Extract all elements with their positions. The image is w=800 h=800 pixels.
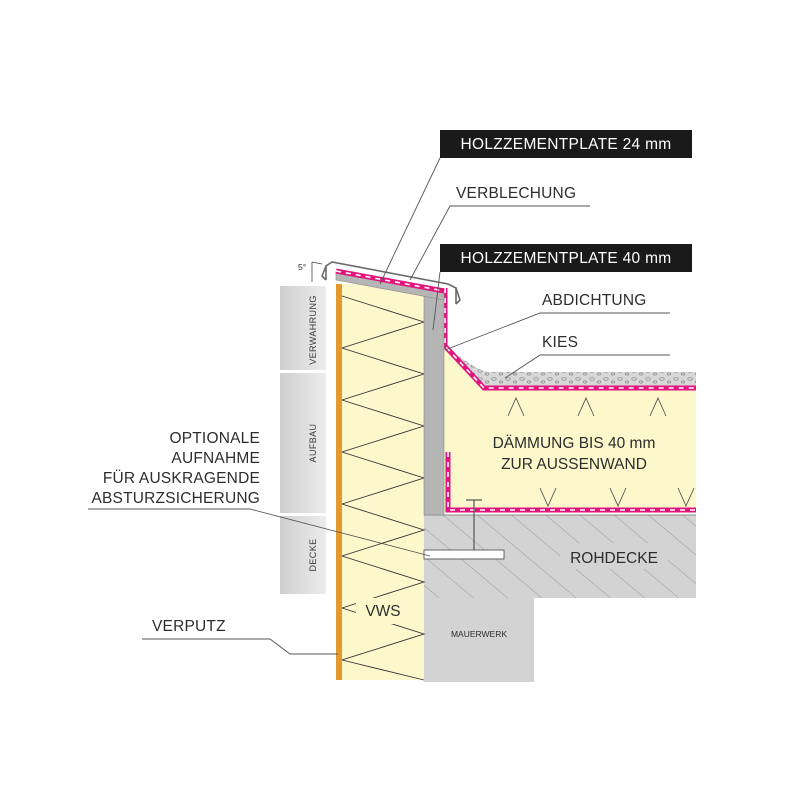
daemmung-label-line2: ZUR AUSSENWAND <box>501 456 647 473</box>
side-label-decke: DECKE <box>308 538 318 571</box>
tag-holzzement-40-text: HOLZZEMENTPLATE 40 mm <box>461 250 672 267</box>
verputz-label: VERPUTZ <box>152 618 226 635</box>
kies-layer <box>452 352 696 388</box>
mauerwerk-label: MAUERWERK <box>451 629 507 639</box>
tag-holzzement-40: HOLZZEMENTPLATE 40 mm <box>440 244 692 272</box>
rohdecke-label: ROHDECKE <box>570 550 658 567</box>
optional-label-line1: OPTIONALE <box>169 430 260 447</box>
abdichtung-membrane <box>442 288 696 513</box>
side-label-verwahrung: VERWAHRUNG <box>308 295 318 365</box>
vws-insulation: VWS <box>340 284 426 681</box>
daemmung-label-line1: DÄMMUNG BIS 40 mm <box>493 435 656 452</box>
leader-lines <box>88 157 670 655</box>
optional-label: OPTIONALE AUFNAHME FÜR AUSKRAGENDE ABSTU… <box>91 430 260 507</box>
optional-label-line3: FÜR AUSKRAGENDE <box>103 469 260 487</box>
side-bar-aufbau <box>280 373 326 513</box>
angle-marker: 5° <box>298 261 323 282</box>
roof-insulation: DÄMMUNG BIS 40 mm ZUR AUSSENWAND <box>444 349 696 512</box>
side-bar-verwahrung <box>280 286 326 370</box>
side-label-aufbau: AUFBAU <box>308 424 318 463</box>
kies-label: KIES <box>542 334 578 351</box>
vws-label: VWS <box>365 603 400 620</box>
optional-label-line2: AUFNAHME <box>171 450 260 467</box>
tag-holzzement-24-text: HOLZZEMENTPLATE 24 mm <box>461 136 672 153</box>
mauerwerk: MAUERWERK <box>424 598 534 682</box>
optional-label-line4: ABSTURZSICHERUNG <box>91 490 260 507</box>
side-bars: VERWAHRUNG AUFBAU DECKE <box>280 286 326 594</box>
abdichtung-label: ABDICHTUNG <box>542 292 646 309</box>
tag-holzzement-24: HOLZZEMENTPLATE 24 mm <box>440 130 692 158</box>
rohdecke: ROHDECKE <box>424 514 696 598</box>
angle-label: 5° <box>298 262 306 272</box>
attika-top <box>321 261 461 305</box>
verblechung-label: VERBLECHUNG <box>456 185 576 202</box>
verputz-layer <box>336 284 342 680</box>
side-bar-decke <box>280 516 326 594</box>
